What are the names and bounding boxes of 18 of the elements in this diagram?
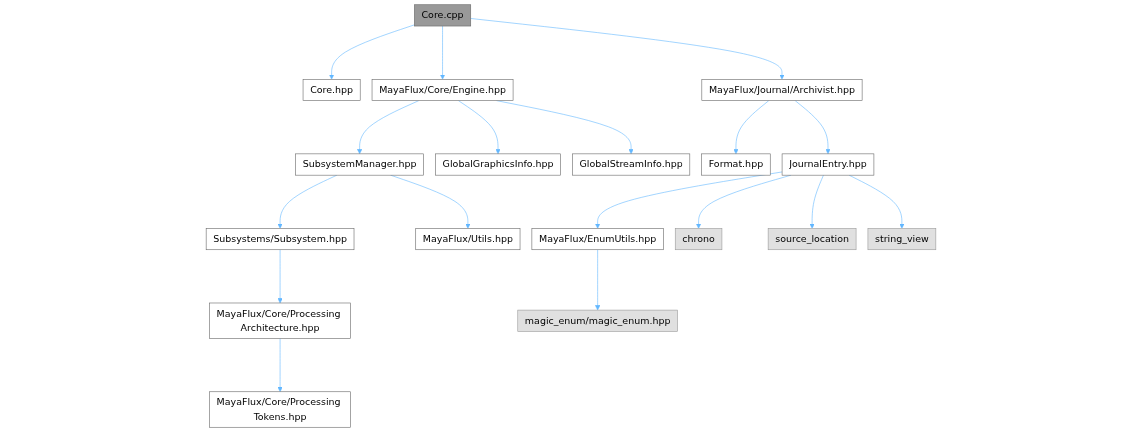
- node-box: MayaFlux/Journal/Archivist.hpp: [701, 79, 863, 101]
- node-box: MayaFlux/Core/Processing Architecture.hpp: [209, 302, 351, 339]
- node-box: Core.hpp: [302, 79, 361, 101]
- node-box: Format.hpp: [701, 153, 771, 176]
- node-box: MayaFlux/EnumUtils.hpp: [531, 228, 664, 251]
- node-box: MayaFlux/Core/Engine.hpp: [371, 79, 514, 101]
- node-box: Subsystems/Subsystem.hpp: [205, 228, 355, 251]
- node-box: MayaFlux/Utils.hpp: [415, 228, 521, 251]
- node-box: SubsystemManager.hpp: [295, 153, 424, 176]
- node-box: JournalEntry.hpp: [781, 153, 875, 176]
- node-box: GlobalStreamInfo.hpp: [572, 153, 691, 176]
- node-box: source_location: [767, 228, 857, 251]
- node-box: GlobalGraphicsInfo.hpp: [435, 153, 561, 176]
- node-box: string_view: [867, 228, 937, 251]
- node-box: magic_enum/magic_enum.hpp: [517, 309, 678, 332]
- node-box: chrono: [674, 228, 723, 251]
- node-box: MayaFlux/Core/Processing Tokens.hpp: [209, 391, 351, 428]
- node-box: Core.cpp: [414, 4, 472, 27]
